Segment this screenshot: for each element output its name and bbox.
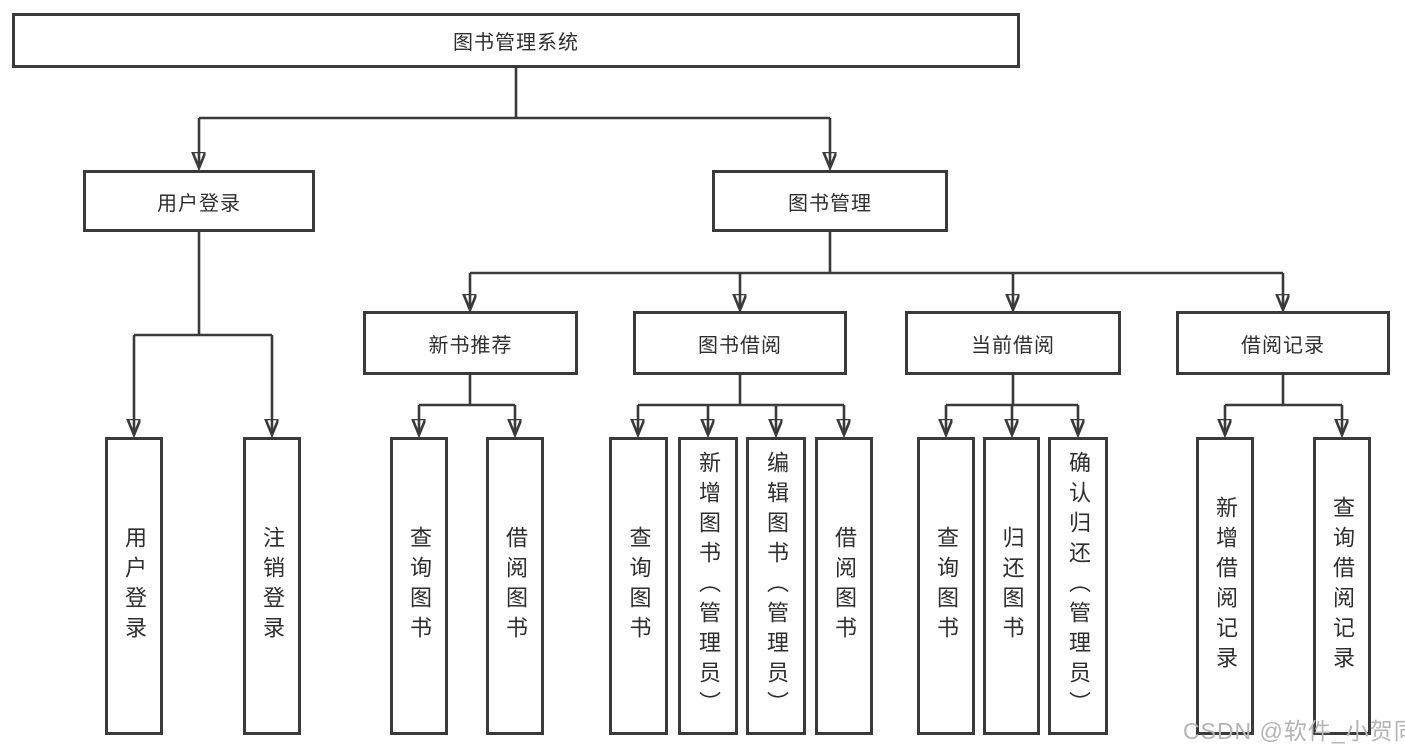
leaf-label: 用户登录 — [122, 526, 147, 646]
leaf-label: 归还图书 — [999, 526, 1025, 646]
leaf-query-books-3: 查询图书 — [917, 437, 975, 735]
node-new-book-recommendation: 新书推荐 — [363, 311, 578, 375]
leaf-label: 新增图书（管理员） — [696, 451, 721, 721]
connector-group1-children — [419, 375, 515, 433]
node-label: 借阅记录 — [1241, 334, 1325, 357]
connector-group2-children — [638, 375, 844, 433]
leaf-query-borrow-record: 查询借阅记录 — [1313, 437, 1371, 735]
node-borrowing-records: 借阅记录 — [1176, 311, 1390, 375]
leaf-label: 查询图书 — [934, 526, 959, 646]
leaf-user-login: 用户登录 — [105, 437, 163, 735]
connector-group3-children — [946, 375, 1078, 433]
leaf-query-books-1: 查询图书 — [390, 437, 448, 735]
leaf-add-books-admin: 新增图书（管理员） — [678, 437, 738, 735]
leaf-label: 查询借阅记录 — [1330, 496, 1355, 676]
connector-management-to-groups — [470, 232, 1283, 308]
node-book-management: 图书管理 — [712, 170, 948, 232]
node-label: 图书借阅 — [698, 334, 782, 357]
leaf-logout: 注销登录 — [243, 437, 301, 735]
node-book-borrowing: 图书借阅 — [633, 311, 847, 375]
node-label: 新书推荐 — [428, 334, 513, 357]
leaf-label: 查询图书 — [626, 526, 652, 646]
connector-login-children — [134, 232, 272, 433]
connector-group4-children — [1225, 375, 1342, 433]
node-label: 用户登录 — [157, 192, 241, 215]
node-root-system: 图书管理系统 — [12, 13, 1020, 68]
connector-root-to-level2 — [199, 68, 830, 166]
leaf-label: 注销登录 — [260, 526, 285, 646]
leaf-borrow-books-2: 借阅图书 — [815, 437, 873, 735]
leaf-add-borrow-record: 新增借阅记录 — [1196, 437, 1254, 735]
leaf-return-books: 归还图书 — [983, 437, 1040, 735]
leaf-query-books-2: 查询图书 — [609, 437, 668, 735]
leaf-borrow-books-1: 借阅图书 — [486, 437, 544, 735]
node-label: 当前借阅 — [971, 334, 1055, 357]
node-label: 图书管理系统 — [453, 32, 579, 54]
leaf-label: 借阅图书 — [503, 526, 528, 646]
leaf-label: 确认归还（管理员） — [1066, 451, 1091, 721]
leaf-confirm-return-admin: 确认归还（管理员） — [1048, 437, 1108, 735]
leaf-label: 新增借阅记录 — [1213, 496, 1238, 676]
leaf-label: 借阅图书 — [832, 526, 857, 646]
node-user-login: 用户登录 — [83, 170, 315, 232]
leaf-label: 编辑图书（管理员） — [764, 451, 789, 721]
leaf-edit-books-admin: 编辑图书（管理员） — [746, 437, 806, 735]
csdn-watermark: CSDN @软件_小贺同学 — [1183, 718, 1405, 744]
node-label: 图书管理 — [788, 192, 872, 215]
node-current-borrowing: 当前借阅 — [905, 311, 1121, 375]
leaf-label: 查询图书 — [407, 526, 432, 646]
